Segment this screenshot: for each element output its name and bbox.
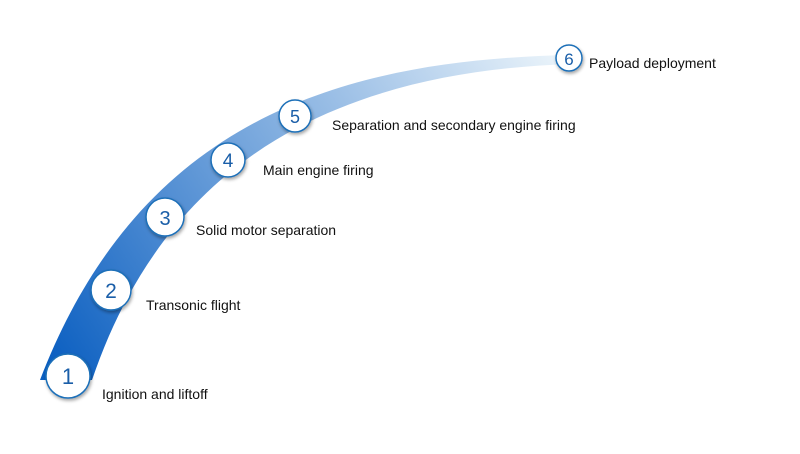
step-3-label: Solid motor separation	[196, 222, 337, 238]
step-6-circle	[555, 44, 583, 72]
step-3-circle	[145, 197, 185, 237]
step-3: 3	[145, 197, 185, 237]
step-3-number: 3	[159, 208, 170, 230]
step-5-label: Separation and secondary engine firing	[332, 117, 576, 133]
step-6: 6	[555, 44, 583, 72]
step-2-circle	[90, 269, 132, 311]
step-6-label: Payload deployment	[589, 55, 716, 71]
step-1: 1	[45, 353, 91, 399]
step-1-label: Ignition and liftoff	[102, 386, 208, 402]
step-4-circle	[210, 142, 246, 178]
step-4-number: 4	[223, 151, 234, 172]
step-2: 2	[90, 269, 132, 311]
step-4-label: Main engine firing	[263, 162, 374, 178]
step-6-number: 6	[564, 50, 573, 69]
step-4: 4	[210, 142, 246, 178]
step-5-number: 5	[290, 107, 300, 127]
step-1-circle	[45, 353, 91, 399]
step-1-number: 1	[62, 364, 74, 389]
step-2-label: Transonic flight	[146, 297, 241, 313]
step-2-number: 2	[105, 280, 117, 303]
step-5: 5	[278, 99, 312, 133]
step-5-circle	[278, 99, 312, 133]
